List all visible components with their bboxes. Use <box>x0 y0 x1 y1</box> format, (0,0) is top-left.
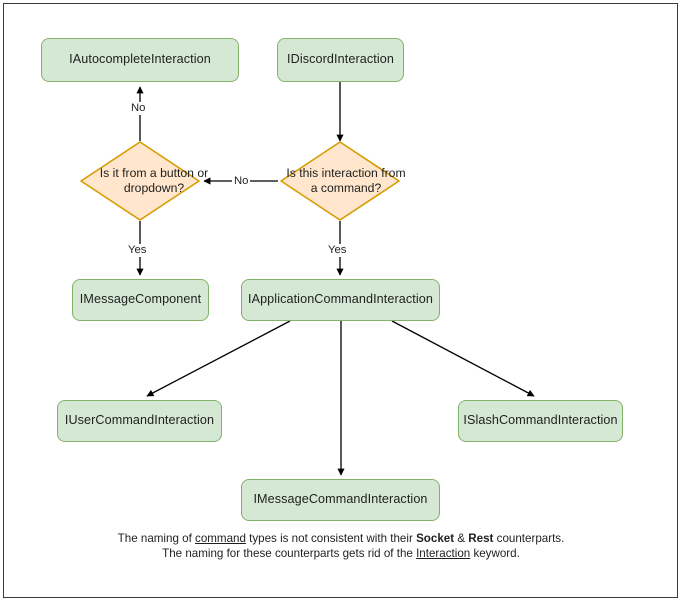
edge-app-command-to-slash-command <box>391 320 535 397</box>
node-label: IMessageComponent <box>79 292 202 307</box>
edge-label-no-between-decisions: No <box>232 175 251 189</box>
node-label: ISlashCommandInteraction <box>463 413 618 428</box>
caption-line2-suffix: counterparts. The naming for these <box>162 532 565 561</box>
node-application-command-interaction[interactable]: IApplicationCommandInteraction <box>241 279 440 321</box>
edge-label-yes-message-component: Yes <box>126 244 149 258</box>
edge-label-no-autocomplete: No <box>129 102 148 116</box>
node-label: IDiscordInteraction <box>287 52 394 67</box>
node-decision-button-or-dropdown[interactable]: Is it from a button or dropdown? <box>80 141 208 221</box>
caption-command-keyword: command <box>195 532 246 545</box>
node-user-command-interaction[interactable]: IUserCommandInteraction <box>57 400 222 442</box>
node-decision-interaction-from-command[interactable]: Is this interaction from a command? <box>280 141 406 221</box>
diagram-caption: The naming of command types is not consi… <box>110 531 572 562</box>
caption-interaction-keyword: Interaction <box>416 547 471 561</box>
diamond-shape <box>80 141 200 221</box>
caption-line1-suffix: types is not consistent with their <box>245 532 413 545</box>
caption-rest-keyword: Rest <box>468 532 494 545</box>
caption-line3-prefix: counterparts gets rid of the <box>274 547 417 561</box>
edge-app-command-to-user-command <box>146 320 291 397</box>
node-autocomplete-interaction[interactable]: IAutocompleteInteraction <box>41 38 239 82</box>
caption-ampersand: & <box>454 532 469 545</box>
node-label: IAutocompleteInteraction <box>69 52 211 67</box>
diamond-shape <box>280 141 400 221</box>
node-label: IApplicationCommandInteraction <box>247 292 433 307</box>
node-message-command-interaction[interactable]: IMessageCommandInteraction <box>241 479 440 521</box>
node-message-component[interactable]: IMessageComponent <box>72 279 209 321</box>
caption-line3-suffix: keyword. <box>470 547 520 561</box>
node-label: IUserCommandInteraction <box>64 413 215 428</box>
node-slash-command-interaction[interactable]: ISlashCommandInteraction <box>458 400 623 442</box>
edge-label-yes-app-command: Yes <box>326 244 349 258</box>
node-label: IMessageCommandInteraction <box>253 492 428 507</box>
node-discord-interaction[interactable]: IDiscordInteraction <box>277 38 404 82</box>
caption-line1-prefix: The naming of <box>117 532 196 545</box>
caption-socket-keyword: Socket <box>416 532 455 545</box>
